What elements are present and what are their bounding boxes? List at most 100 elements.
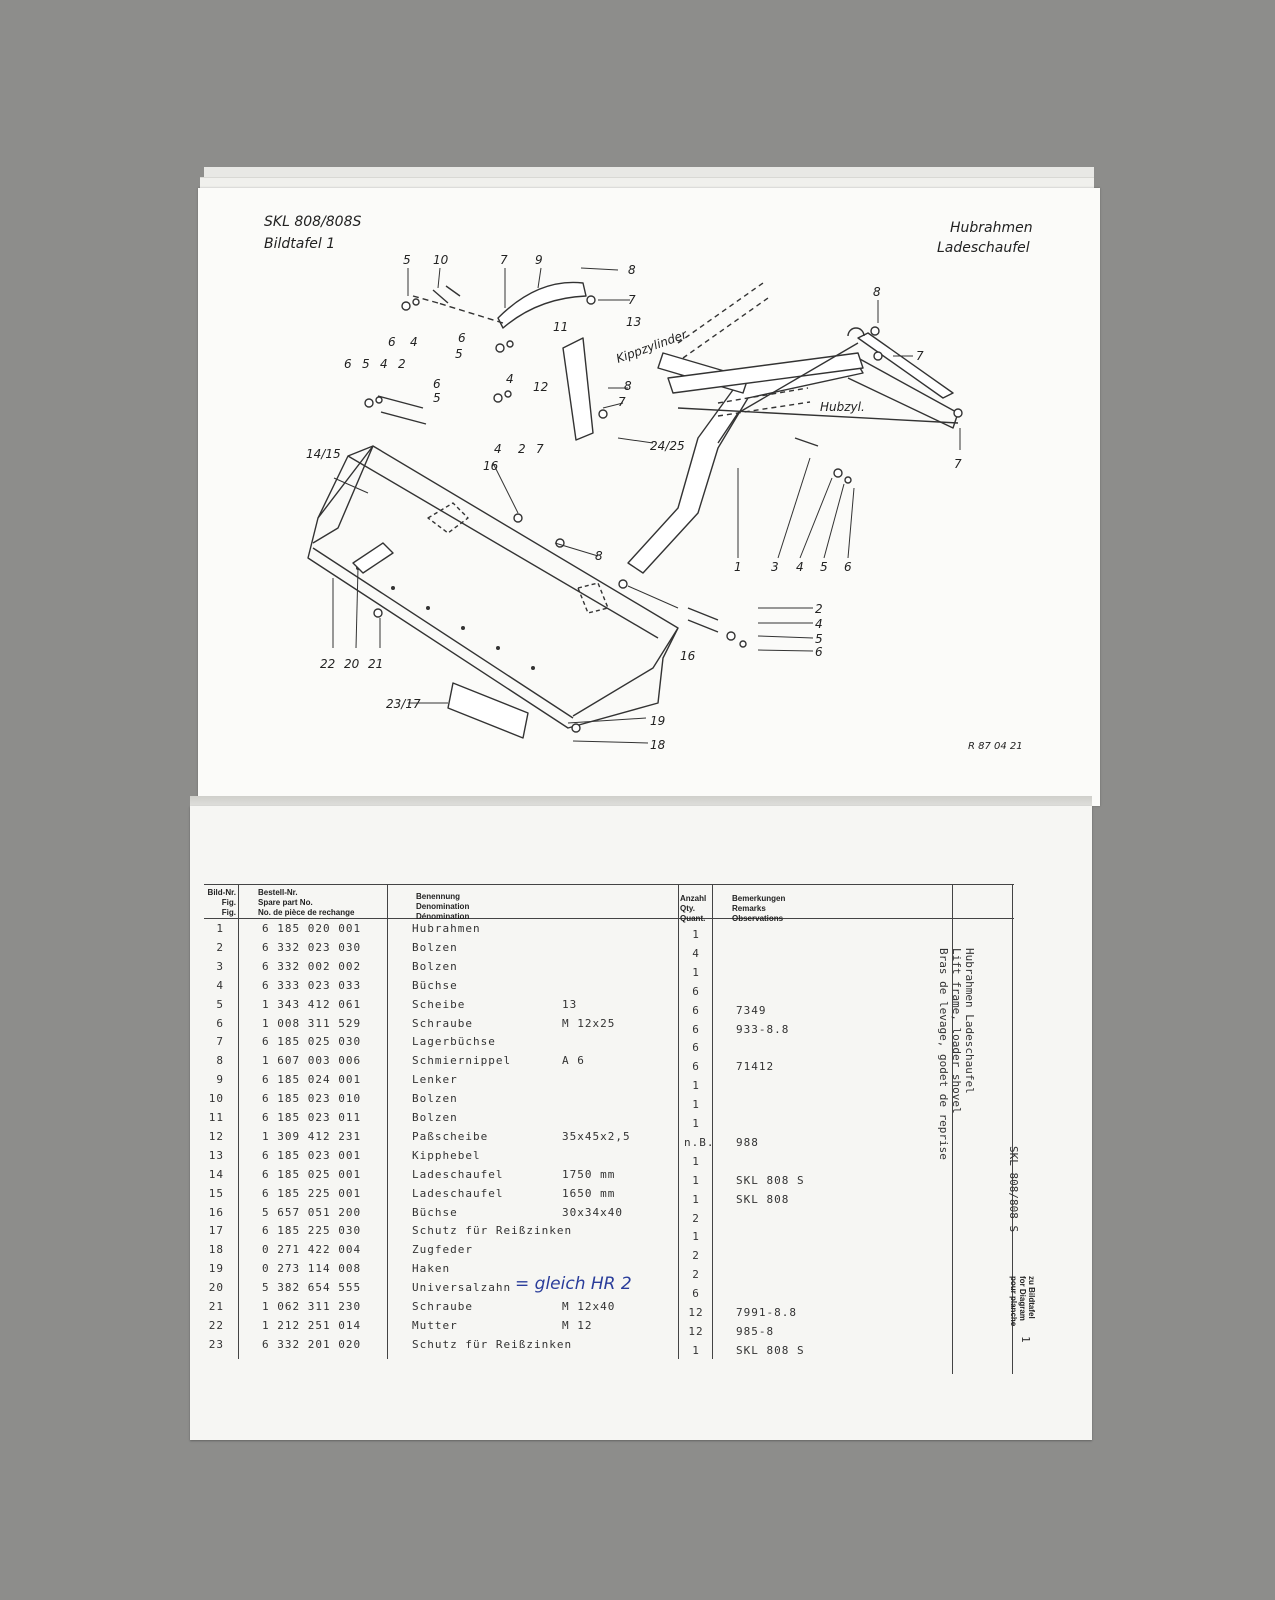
svg-text:7: 7 xyxy=(954,457,962,471)
side-title: Hubrahmen Ladeschaufel Lift frame, loade… xyxy=(937,948,976,1160)
svg-text:6: 6 xyxy=(815,645,823,659)
cell-part-no: 5 382 654 555 xyxy=(262,1281,362,1295)
svg-text:23/17: 23/17 xyxy=(386,697,421,711)
cell-remarks: 985-8 xyxy=(736,1324,775,1338)
cell-denomination: Paßscheibe xyxy=(412,1129,489,1143)
cell-denomination: Bolzen xyxy=(412,1092,458,1106)
cell-fig: 13 xyxy=(208,1148,224,1162)
cell-quantity: 6 xyxy=(692,984,700,998)
cell-fig: 4 xyxy=(216,978,224,992)
svg-text:6: 6 xyxy=(388,335,396,349)
table-top-rule xyxy=(204,884,1014,885)
cell-part-no: 1 212 251 014 xyxy=(262,1318,362,1332)
cell-quantity: 1 xyxy=(692,1079,700,1093)
parts-list-page: Bild-Nr.Fig.Fig. Bestell-Nr.Spare part N… xyxy=(190,806,1092,1440)
cell-quantity: 6 xyxy=(692,1022,700,1036)
title-line-2: Ladeschaufel xyxy=(937,240,1030,256)
cell-quantity: 1 xyxy=(692,1173,700,1187)
cell-part-no: 6 332 023 030 xyxy=(262,940,362,954)
cell-quantity: 4 xyxy=(692,946,700,960)
svg-text:6: 6 xyxy=(433,377,441,391)
svg-text:2: 2 xyxy=(398,357,406,371)
svg-text:4: 4 xyxy=(506,372,514,386)
cell-denomination: Schraube xyxy=(412,1016,473,1030)
cell-fig: 17 xyxy=(208,1224,224,1238)
cell-part-no: 1 309 412 231 xyxy=(262,1129,362,1143)
cell-size: M 12x40 xyxy=(562,1300,616,1313)
cell-fig: 19 xyxy=(208,1262,224,1276)
svg-text:8: 8 xyxy=(624,379,632,393)
cell-denomination: Bolzen xyxy=(412,1111,458,1124)
cell-denomination: Mutter xyxy=(412,1318,458,1332)
svg-text:24/25: 24/25 xyxy=(650,439,685,453)
cell-fig: 20 xyxy=(208,1281,224,1295)
svg-text:7: 7 xyxy=(536,442,544,456)
cell-denomination: Scheibe xyxy=(412,997,466,1011)
cell-fig: 8 xyxy=(216,1054,224,1068)
cell-part-no: 1 008 311 529 xyxy=(262,1016,362,1030)
svg-text:6: 6 xyxy=(344,357,352,371)
svg-text:20: 20 xyxy=(344,657,360,671)
svg-text:7: 7 xyxy=(916,349,924,363)
cell-remarks: 71412 xyxy=(736,1060,775,1074)
cell-part-no: 1 343 412 061 xyxy=(262,997,362,1011)
cell-remarks: 7991-8.8 xyxy=(736,1306,797,1319)
cell-size: 35x45x2,5 xyxy=(562,1129,631,1143)
svg-text:5: 5 xyxy=(403,253,411,267)
cell-part-no: 6 185 225 001 xyxy=(262,1186,362,1200)
cell-fig: 22 xyxy=(208,1318,224,1332)
cell-quantity: 2 xyxy=(692,1211,700,1225)
svg-text:12: 12 xyxy=(533,380,548,394)
cell-remarks: 933-8.8 xyxy=(736,1022,790,1036)
svg-text:4: 4 xyxy=(380,357,388,371)
header-fig: Bild-Nr.Fig.Fig. xyxy=(207,888,236,917)
cell-quantity: 12 xyxy=(688,1324,704,1338)
svg-text:4: 4 xyxy=(494,442,502,456)
cell-denomination: Zugfeder xyxy=(412,1243,473,1257)
cell-quantity: 1 xyxy=(692,1098,700,1112)
svg-text:2: 2 xyxy=(518,442,526,456)
svg-text:22: 22 xyxy=(320,657,335,671)
svg-text:16: 16 xyxy=(483,459,499,473)
cell-part-no: 5 657 051 200 xyxy=(262,1205,362,1219)
cell-remarks: SKL 808 S xyxy=(736,1173,805,1187)
svg-text:21: 21 xyxy=(368,657,383,671)
svg-text:7: 7 xyxy=(618,395,626,409)
cell-denomination: Lenker xyxy=(412,1073,458,1087)
cell-part-no: 6 185 023 011 xyxy=(262,1111,362,1124)
cell-denomination: Schutz für Reißzinken xyxy=(412,1224,573,1238)
cell-remarks: SKL 808 S xyxy=(736,1343,805,1357)
svg-text:8: 8 xyxy=(628,263,636,277)
cell-quantity: 1 xyxy=(692,965,700,979)
cell-denomination: Büchse xyxy=(412,1205,458,1219)
svg-text:5: 5 xyxy=(815,632,823,646)
cell-quantity: 1 xyxy=(692,1192,700,1206)
svg-text:5: 5 xyxy=(362,357,370,371)
cell-fig: 21 xyxy=(208,1300,224,1313)
svg-text:8: 8 xyxy=(873,285,881,299)
svg-text:2: 2 xyxy=(815,602,823,616)
svg-text:7: 7 xyxy=(628,293,636,307)
cell-denomination: Hubrahmen xyxy=(412,922,481,935)
cell-fig: 1 xyxy=(216,922,224,935)
cell-denomination: Bolzen xyxy=(412,940,458,954)
cell-quantity: 6 xyxy=(692,1003,700,1017)
cross-tube xyxy=(667,352,864,394)
cylinder-label-hub: Hubzyl. xyxy=(820,400,865,414)
svg-text:10: 10 xyxy=(433,253,449,267)
cell-part-no: 6 333 023 033 xyxy=(262,978,362,992)
cell-denomination: Schraube xyxy=(412,1300,473,1313)
cell-quantity: 2 xyxy=(692,1249,700,1263)
cell-size: 30x34x40 xyxy=(562,1205,623,1219)
cell-quantity: n.B. xyxy=(684,1135,715,1149)
title-line-1: Hubrahmen xyxy=(950,220,1033,236)
svg-text:8: 8 xyxy=(595,549,603,563)
cell-quantity: 6 xyxy=(692,1287,700,1301)
cell-quantity: 1 xyxy=(692,1230,700,1244)
cell-quantity: 1 xyxy=(692,1343,700,1357)
cell-part-no: 6 185 025 030 xyxy=(262,1035,362,1049)
